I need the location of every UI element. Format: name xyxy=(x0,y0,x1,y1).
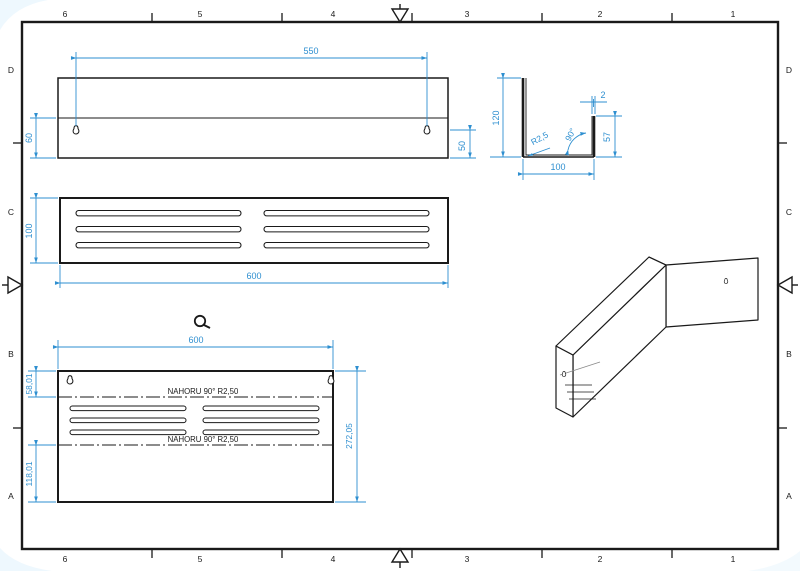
dimension-label-600-plan: 600 xyxy=(246,271,261,281)
dimension-600-plan xyxy=(54,265,449,288)
zone-letter-left-B: B xyxy=(8,349,14,359)
zone-ruler-right: D C B A xyxy=(776,65,798,501)
zone-letter-left-D: D xyxy=(8,65,14,75)
vent-slot-group-flat xyxy=(69,405,320,436)
dimension-R2.5-leader xyxy=(527,147,551,157)
vent-slot-group xyxy=(75,209,430,249)
dimension-600-flat xyxy=(52,340,334,369)
iso-keyhole-far xyxy=(723,277,729,284)
bend-note-bottom: NAHORU 90° R2,50 xyxy=(168,435,239,444)
dimension-57 xyxy=(596,110,622,158)
dimension-label-100-section: 100 xyxy=(550,162,565,172)
bend-note-top: NAHORU 90° R2,50 xyxy=(168,387,239,396)
zone-num-top-4: 4 xyxy=(331,9,336,19)
zone-num-bottom-6: 6 xyxy=(63,554,68,564)
dimension-label-90deg: 90° xyxy=(563,127,578,143)
zone-num-bottom-2: 2 xyxy=(598,554,603,564)
dimension-2 xyxy=(580,96,607,114)
zone-letter-right-B: B xyxy=(786,349,792,359)
zone-letter-left-A: A xyxy=(8,491,14,501)
iso-inner-slots xyxy=(559,361,601,400)
center-mark-top-icon xyxy=(390,4,410,24)
center-mark-right-icon xyxy=(776,275,798,295)
zone-num-bottom-5: 5 xyxy=(198,554,203,564)
dimension-550 xyxy=(70,52,428,126)
zone-num-top-5: 5 xyxy=(198,9,203,19)
dimension-label-58.01: 58,01 xyxy=(24,373,34,394)
center-mark-bottom-icon xyxy=(390,547,410,568)
dimension-90deg-arc xyxy=(565,132,587,156)
dimension-label-57: 57 xyxy=(602,132,612,142)
dimension-118.01 xyxy=(28,439,56,503)
keyhole-slot-left xyxy=(72,125,80,135)
section-profile xyxy=(521,78,596,158)
dimension-60 xyxy=(30,112,56,159)
zone-ruler-left: D C B A xyxy=(2,65,24,501)
dimension-label-60: 60 xyxy=(24,133,34,143)
dimension-120 xyxy=(490,72,521,158)
dimension-label-550: 550 xyxy=(303,46,318,56)
dimension-272.05 xyxy=(335,365,366,503)
keyhole-slot-flat-right xyxy=(327,375,335,385)
view-flat-pattern: NAHORU 90° R2,50 NAHORU 90° R2,50 xyxy=(24,335,366,503)
dimension-100-section xyxy=(517,159,595,180)
zone-num-bottom-4: 4 xyxy=(331,554,336,564)
magnifier-icon[interactable] xyxy=(193,314,211,329)
zone-letter-right-D: D xyxy=(786,65,792,75)
zone-letter-left-C: C xyxy=(8,207,14,217)
flat-pattern-outline xyxy=(57,370,334,503)
zone-letter-right-C: C xyxy=(786,207,792,217)
zone-ruler-bottom: 6 5 4 3 2 1 xyxy=(63,547,736,568)
zone-num-bottom-3: 3 xyxy=(465,554,470,564)
zone-ruler-top: 6 5 4 3 2 1 xyxy=(63,4,736,24)
view-cross-section: 120 100 57 2 xyxy=(490,72,622,180)
dimension-58.01 xyxy=(28,365,56,398)
iso-keyhole-near xyxy=(561,370,567,377)
view-top-plan: 100 600 xyxy=(24,192,449,288)
dimension-label-118.01: 118,01 xyxy=(24,461,34,486)
dimension-50 xyxy=(450,124,476,159)
zone-num-top-2: 2 xyxy=(598,9,603,19)
zone-num-top-3: 3 xyxy=(465,9,470,19)
dimension-label-600-flat: 600 xyxy=(188,335,203,345)
keyhole-slot-right xyxy=(423,125,431,135)
dimension-100-plan xyxy=(30,192,58,264)
dimension-label-R2.5: R2,5 xyxy=(529,129,550,147)
view-isometric xyxy=(555,256,759,418)
zone-letter-right-A: A xyxy=(786,491,792,501)
zone-num-top-6: 6 xyxy=(63,9,68,19)
zone-num-top-1: 1 xyxy=(731,9,736,19)
dimension-label-100-plan: 100 xyxy=(24,223,34,238)
center-mark-left-icon xyxy=(2,275,24,295)
iso-back-wall xyxy=(665,257,759,328)
dimension-label-272.05: 272,05 xyxy=(344,423,354,449)
dimension-label-120: 120 xyxy=(491,110,501,125)
keyhole-slot-flat-left xyxy=(66,375,74,385)
iso-left-endcap xyxy=(555,345,574,418)
dimension-label-2: 2 xyxy=(600,90,605,100)
dimension-label-50: 50 xyxy=(457,141,467,151)
view-front-elevation: 550 60 50 xyxy=(24,46,476,159)
zone-num-bottom-1: 1 xyxy=(731,554,736,564)
